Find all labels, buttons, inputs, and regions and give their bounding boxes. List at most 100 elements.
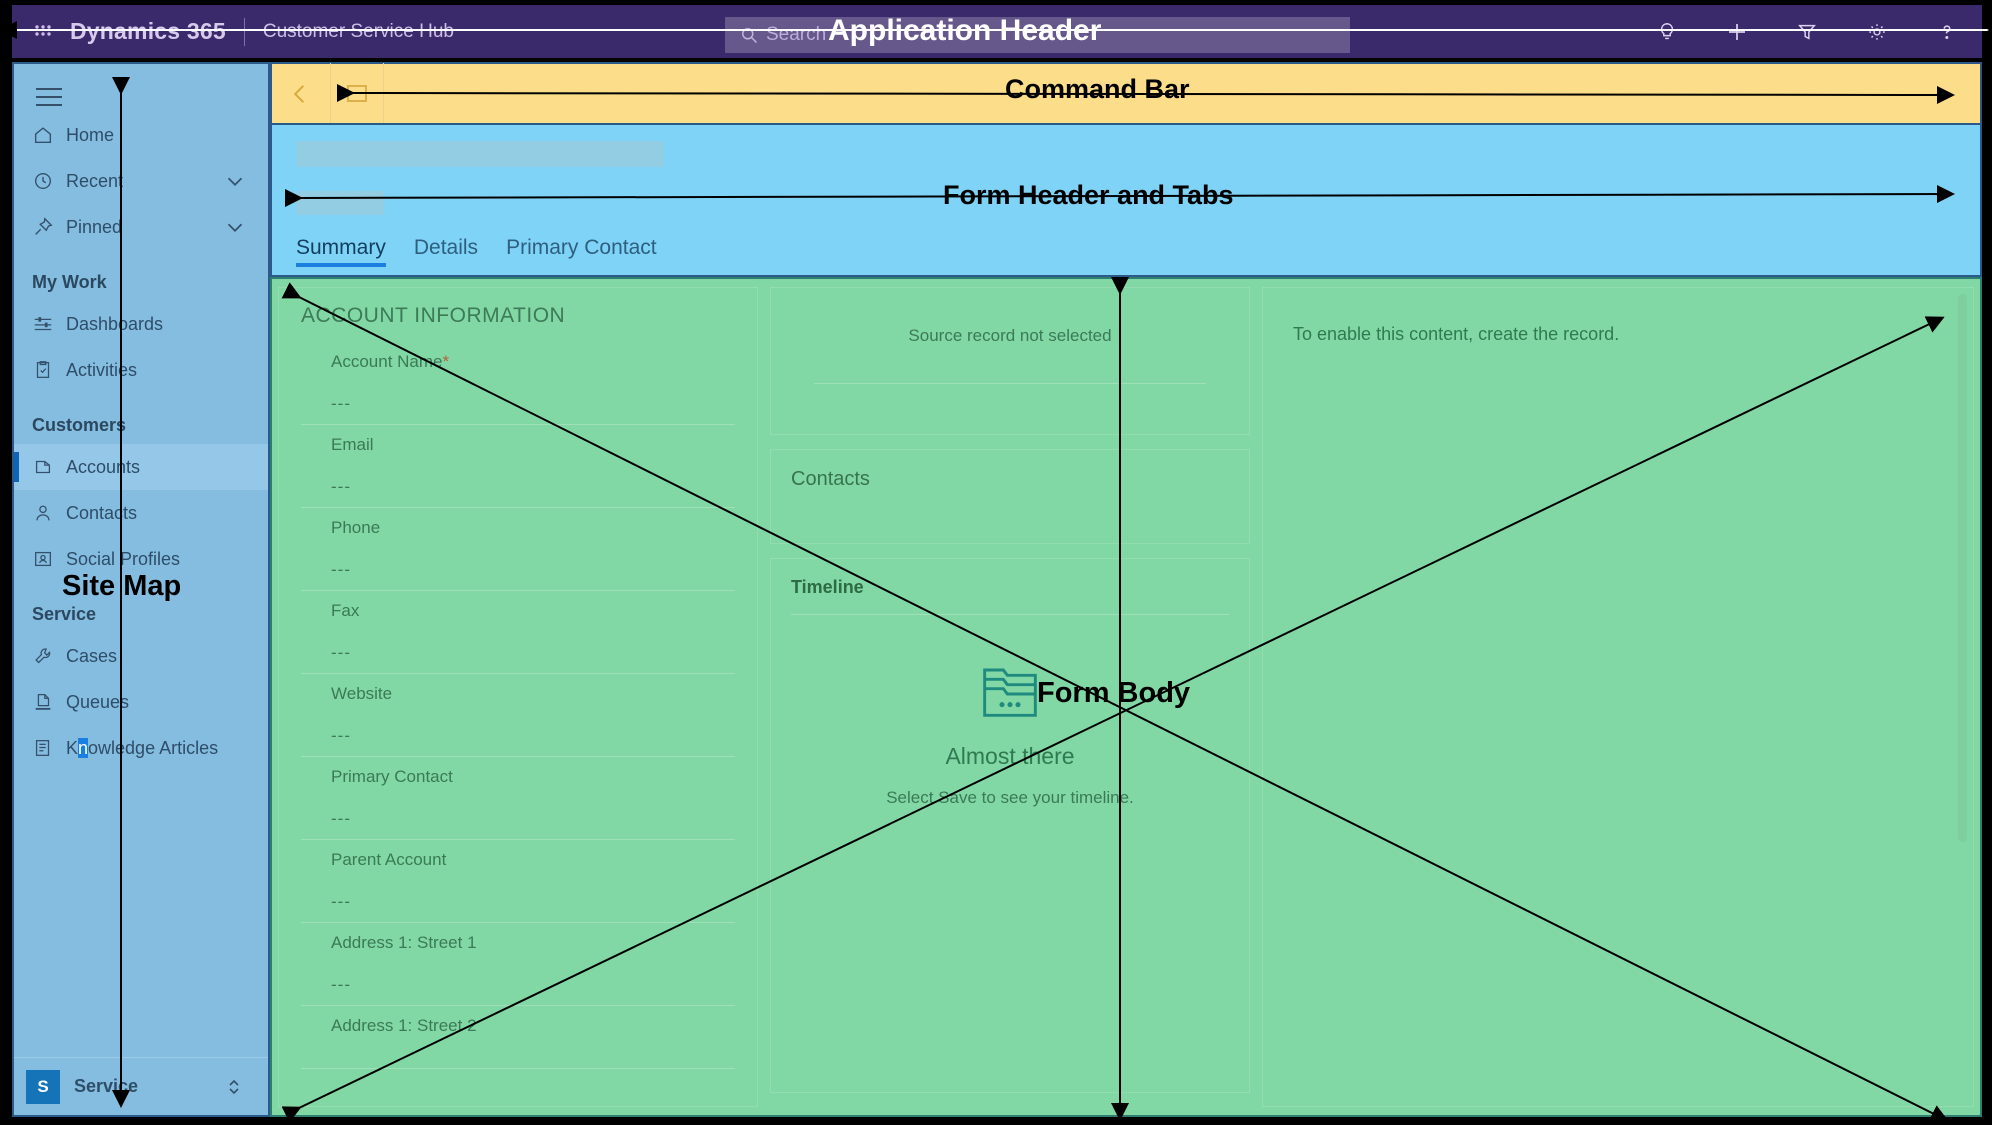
- annotation-form-header-tabs: Form Header and Tabs: [943, 180, 1234, 210]
- section-title: ACCOUNT INFORMATION: [301, 304, 566, 327]
- hamburger-icon[interactable]: [36, 88, 62, 106]
- brand-title[interactable]: Dynamics 365: [70, 18, 226, 44]
- contacts-card-title: Contacts: [791, 468, 870, 490]
- gear-icon[interactable]: [1864, 19, 1890, 45]
- field-value: ---: [331, 975, 351, 994]
- field-website[interactable]: Website ---: [301, 674, 735, 757]
- divider: [791, 614, 1229, 615]
- sidebar-group-title: Customers: [32, 415, 127, 435]
- required-asterisk: *: [442, 352, 450, 371]
- sidebar-item-label: Home: [66, 124, 115, 145]
- queue-icon: [32, 691, 66, 713]
- tab-details[interactable]: Details: [413, 236, 479, 259]
- sidebar-item-accounts[interactable]: Accounts: [14, 444, 268, 490]
- source-record-text: Source record not selected: [908, 326, 1112, 345]
- waffle-grid-icon[interactable]: [22, 20, 66, 44]
- accounts-icon: [32, 456, 66, 478]
- divider: [814, 383, 1206, 384]
- timeline-card: Timeline Almost there Se: [770, 558, 1250, 1093]
- blank-button-icon[interactable]: [347, 85, 367, 102]
- field-value: ---: [331, 892, 351, 911]
- field-account-name[interactable]: Account Name* ---: [301, 342, 735, 425]
- empty-state-title: Almost there: [945, 743, 1075, 769]
- field-value: ---: [331, 726, 351, 745]
- sidebar-item-label: Cases: [66, 645, 118, 666]
- back-arrow-icon[interactable]: [272, 80, 330, 108]
- field-label: Phone: [331, 518, 381, 537]
- annotation-command-bar: Command Bar: [1005, 74, 1190, 104]
- field-value: ---: [331, 560, 351, 579]
- pin-icon: [32, 216, 66, 238]
- field-address-street-2[interactable]: Address 1: Street 2: [301, 1006, 735, 1069]
- sidebar-item-label: Contacts: [66, 502, 138, 523]
- sidebar-item-home[interactable]: Home: [14, 112, 268, 158]
- field-value: ---: [331, 394, 351, 413]
- sidebar-item-label: Activities: [66, 359, 138, 380]
- help-icon[interactable]: [1934, 19, 1960, 45]
- header-divider: [243, 17, 245, 46]
- ka-prefix: K: [66, 737, 79, 758]
- dashboard-icon: [32, 313, 66, 335]
- social-profile-icon: [32, 548, 66, 570]
- sidebar-item-cases[interactable]: Cases: [14, 633, 268, 679]
- related-panel-message: To enable this content, create the recor…: [1293, 324, 1620, 344]
- sidebar-group-title: My Work: [32, 272, 107, 292]
- tab-primary-contact[interactable]: Primary Contact: [506, 236, 657, 259]
- field-phone[interactable]: Phone ---: [301, 508, 735, 591]
- vertical-scrollbar[interactable]: [1958, 294, 1967, 842]
- related-icon-rail: [1981, 288, 1982, 848]
- sidebar-item-label: Pinned: [66, 216, 123, 237]
- lightbulb-icon[interactable]: [1654, 19, 1680, 45]
- field-label: Fax: [331, 601, 360, 620]
- folder-icon[interactable]: [1981, 350, 1982, 400]
- search-placeholder: Search: [766, 24, 827, 45]
- tab-summary[interactable]: Summary: [296, 236, 386, 267]
- document-icon[interactable]: [1981, 454, 1982, 504]
- sidebar-item-label: Social Profiles: [66, 548, 181, 569]
- text-selection-highlight: n: [78, 737, 89, 758]
- field-fax[interactable]: Fax ---: [301, 591, 735, 674]
- up-down-chevron-icon[interactable]: [222, 1075, 246, 1099]
- contact-card-icon[interactable]: [1981, 298, 1982, 348]
- command-bar-divider: [330, 63, 331, 124]
- field-label: Account Name*: [331, 352, 450, 371]
- field-value: ---: [331, 477, 351, 496]
- sidebar-item-label: Knowledge Articles: [66, 737, 268, 759]
- sidebar-item-contacts[interactable]: Contacts: [14, 490, 268, 536]
- wrench-icon[interactable]: [1981, 402, 1982, 452]
- sidebar-app-switcher[interactable]: S Service: [14, 1057, 268, 1115]
- field-value: ---: [331, 643, 351, 662]
- annotation-site-map: Site Map: [62, 570, 182, 602]
- chevron-down-icon[interactable]: [222, 168, 248, 194]
- field-email[interactable]: Email ---: [301, 425, 735, 508]
- sidebar-item-label: Dashboards: [66, 313, 164, 334]
- sidebar-item-queues[interactable]: Queues: [14, 679, 268, 725]
- sidebar-item-recent[interactable]: Recent: [14, 158, 268, 204]
- chevron-down-icon[interactable]: [222, 214, 248, 240]
- sidebar-item-dashboards[interactable]: Dashboards: [14, 301, 268, 347]
- field-primary-contact[interactable]: Primary Contact ---: [301, 757, 735, 840]
- field-label: Address 1: Street 2: [331, 1016, 477, 1035]
- field-parent-account[interactable]: Parent Account ---: [301, 840, 735, 923]
- field-label: Website: [331, 684, 393, 703]
- sidebar-item-pinned[interactable]: Pinned: [14, 204, 268, 250]
- clock-icon: [32, 170, 66, 192]
- record-subtitle-placeholder: [296, 191, 384, 215]
- field-value: ---: [331, 809, 351, 828]
- activities-icon: [32, 359, 66, 381]
- timeline-card-title: Timeline: [791, 577, 864, 597]
- plus-icon[interactable]: [1724, 19, 1750, 45]
- field-label: Primary Contact: [331, 767, 453, 786]
- ka-suffix: owledge Articles: [88, 737, 219, 758]
- field-label: Email: [331, 435, 374, 454]
- contact-person-icon: [32, 502, 66, 524]
- field-label: Address 1: Street 1: [331, 933, 477, 952]
- sidebar-item-activities[interactable]: Activities: [14, 347, 268, 393]
- sidebar-item-label: Accounts: [66, 456, 141, 477]
- contacts-card: Contacts: [770, 449, 1250, 544]
- field-address-street-1[interactable]: Address 1: Street 1 ---: [301, 923, 735, 1006]
- app-switcher-label: Service: [74, 1076, 139, 1096]
- sidebar-item-knowledge-articles[interactable]: Knowledge Articles: [14, 725, 268, 771]
- filter-icon[interactable]: [1794, 19, 1820, 45]
- form-tab-list: Summary Details Primary Contact: [296, 236, 657, 267]
